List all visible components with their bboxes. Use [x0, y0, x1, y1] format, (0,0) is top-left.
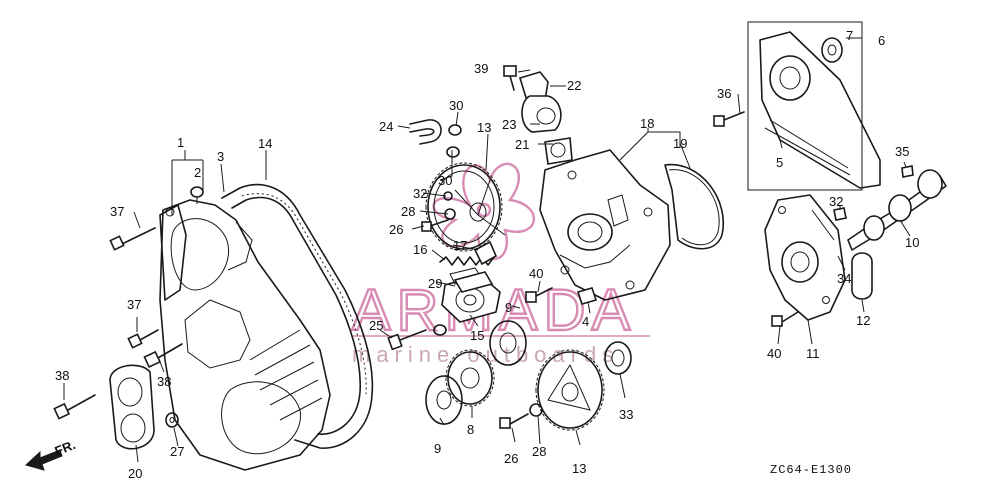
bolt-38-lower — [53, 394, 96, 420]
callout-7: 7 — [846, 28, 853, 43]
bracket-29 — [453, 271, 494, 293]
clamps-30 — [446, 124, 462, 158]
callout-22: 22 — [567, 78, 581, 93]
callout-20: 20 — [128, 466, 142, 481]
front-direction-arrow: FR. — [25, 437, 78, 471]
front-label: FR. — [53, 437, 78, 459]
callout-24: 24 — [379, 119, 393, 134]
bolt-40-right — [771, 311, 799, 327]
crank-pulley-8 — [445, 349, 495, 407]
callout-11: 11 — [806, 346, 820, 361]
callout-13-lower: 13 — [572, 461, 586, 476]
hose-24 — [409, 119, 442, 145]
callout-35: 35 — [895, 144, 909, 159]
thermostat-21 — [544, 137, 573, 165]
callout-37-lower: 37 — [127, 297, 141, 312]
callout-3: 3 — [217, 149, 224, 164]
pin-35 — [901, 165, 914, 178]
callout-40-right: 40 — [767, 346, 781, 361]
diagram-code: ZC64-E1300 — [770, 463, 852, 477]
timing-belt — [221, 183, 374, 449]
callout-13-upper: 13 — [477, 120, 491, 135]
callout-30-upper: 30 — [449, 98, 463, 113]
camshaft-pulley-lower-13 — [535, 349, 605, 431]
callout-30-lower: 30 — [438, 173, 452, 188]
callout-26-upper: 26 — [389, 222, 403, 237]
seal-group-box — [747, 21, 881, 191]
callout-34: 34 — [837, 271, 851, 286]
bolt-32-right — [833, 207, 847, 221]
callout-9-upper: 9 — [505, 300, 512, 315]
thermostat-housing-22-23 — [518, 71, 562, 133]
callout-18: 18 — [640, 116, 654, 131]
callout-23: 23 — [502, 117, 516, 132]
oring-12 — [851, 252, 873, 300]
callout-4: 4 — [582, 314, 589, 329]
washer-28-lower — [529, 403, 543, 417]
callout-38-lower: 38 — [55, 368, 69, 383]
oil-pump-11 — [764, 194, 846, 321]
callout-10: 10 — [905, 235, 919, 250]
bolt-39 — [503, 65, 517, 91]
callout-19: 19 — [673, 136, 687, 151]
bolt-26-lower — [499, 413, 529, 429]
washer-27 — [165, 412, 179, 428]
belt-cover-back-plate — [159, 204, 187, 301]
callout-17: 17 — [453, 238, 467, 253]
callout-9-lower: 9 — [434, 441, 441, 456]
bolt-37-upper — [109, 227, 156, 251]
bolts-left — [53, 186, 204, 420]
callout-28-lower: 28 — [532, 444, 546, 459]
camshaft-10 — [847, 169, 947, 251]
bolt-2 — [190, 186, 204, 204]
timing-plate-5-6 — [759, 31, 881, 189]
callout-5: 5 — [776, 155, 783, 170]
callout-12: 12 — [856, 313, 870, 328]
oil-seal-7 — [821, 37, 843, 63]
callout-15: 15 — [470, 328, 484, 343]
clip-4 — [576, 287, 598, 305]
belt-cover-seal-20 — [109, 364, 155, 450]
bolt-40-center — [525, 287, 553, 303]
washer-9-upper — [433, 324, 447, 336]
callout-25: 25 — [369, 318, 383, 333]
callout-38-upper: 38 — [157, 374, 171, 389]
callout-36: 36 — [717, 86, 731, 101]
oring-19 — [664, 163, 725, 250]
callout-1: 1 — [177, 135, 184, 150]
callout-16: 16 — [413, 242, 427, 257]
spring-16-pin-17 — [439, 240, 498, 266]
callout-6: 6 — [878, 33, 885, 48]
callout-14: 14 — [258, 136, 272, 151]
callout-28-upper: 28 — [401, 204, 415, 219]
callout-27: 27 — [170, 444, 184, 459]
callout-labels: 1 2 3 14 37 37 38 38 20 27 39 22 23 21 3… — [55, 28, 919, 481]
callout-21: 21 — [515, 137, 529, 152]
oil-seal-33 — [604, 341, 632, 375]
water-pump-body-18 — [539, 149, 671, 301]
bolt-36 — [713, 111, 745, 127]
bolt-37-lower — [127, 329, 159, 349]
callout-32-center: 32 — [413, 186, 427, 201]
callout-40-center: 40 — [529, 266, 543, 281]
bolt-38-upper — [143, 343, 183, 369]
callout-26-lower: 26 — [504, 451, 518, 466]
callout-39: 39 — [474, 61, 488, 76]
callout-37-upper: 37 — [110, 204, 124, 219]
callout-29: 29 — [428, 276, 442, 291]
callout-32-right: 32 — [829, 194, 843, 209]
camshaft-pulley-upper-13 — [425, 162, 506, 252]
leader-lines — [63, 37, 911, 463]
callout-8: 8 — [467, 422, 474, 437]
callout-33: 33 — [619, 407, 633, 422]
callout-2: 2 — [194, 165, 201, 180]
timing-belt-cover-upper — [159, 199, 331, 471]
